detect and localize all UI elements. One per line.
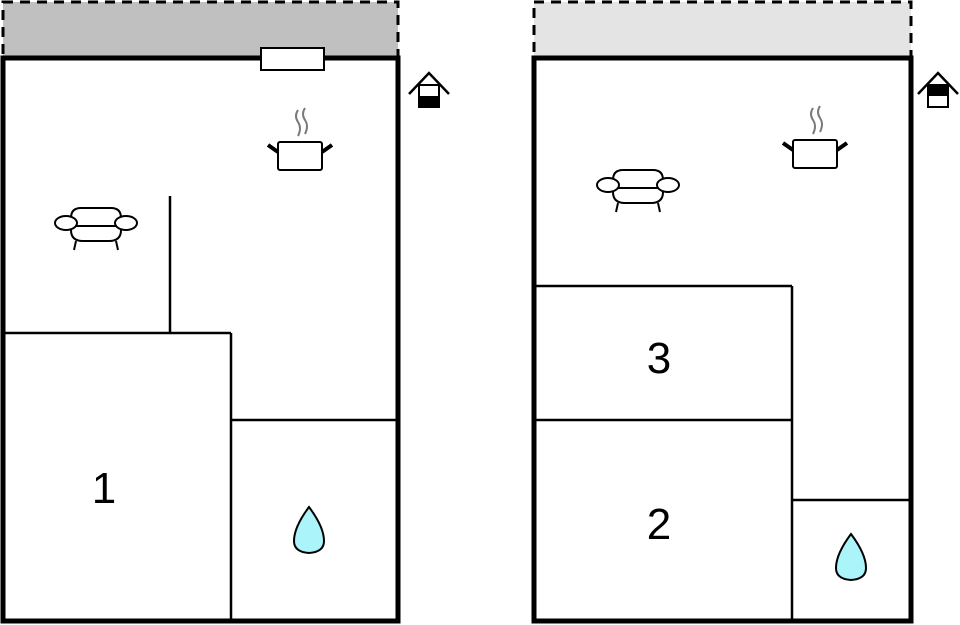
ground-floor-plan: 1 [0, 0, 450, 624]
terrace-area [532, 0, 913, 60]
outer-wall [531, 55, 914, 624]
upper-floor-plan: 3 2 [531, 0, 959, 624]
window [260, 47, 325, 71]
outer-wall [0, 55, 401, 624]
room-label-2: 2 [647, 500, 671, 549]
terrace-area [1, 0, 400, 60]
floor-level-ground-icon [408, 71, 450, 108]
room-label-3: 3 [647, 334, 671, 383]
floor-level-upper-icon [917, 71, 959, 108]
room-label-1: 1 [92, 464, 116, 513]
